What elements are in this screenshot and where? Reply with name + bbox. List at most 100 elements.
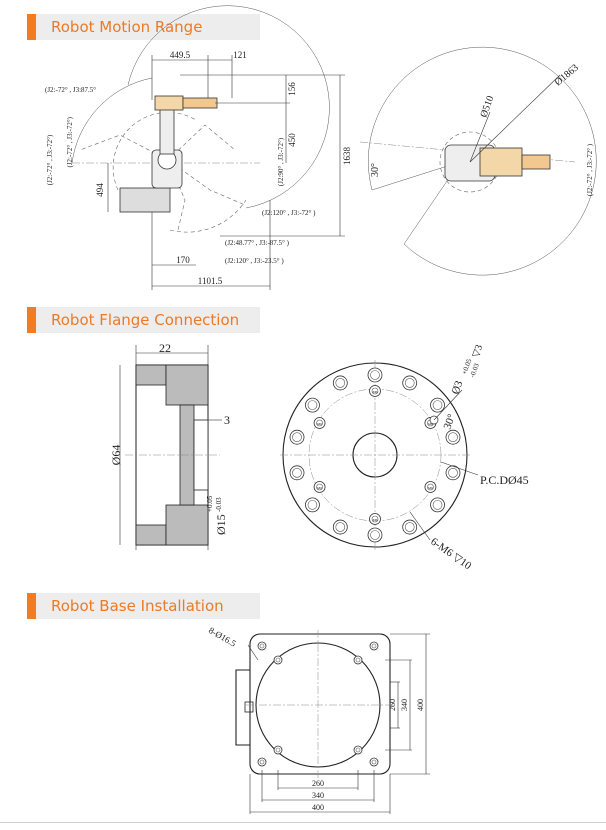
base-mount-hole: [353, 655, 363, 665]
dim-3: 3: [224, 413, 230, 427]
angle-30: 30°: [370, 163, 381, 177]
dim-121: 121: [233, 50, 247, 60]
flange-section-view: 22 Ø64 3 Ø15 +0.05 -0.03: [109, 341, 230, 550]
flange-bolt-hole: [430, 497, 445, 513]
section-header-base: Robot Base Installation: [27, 593, 260, 619]
flange-bolt-hole-inner: [404, 522, 415, 532]
flange-bolt-hole-inner: [335, 522, 346, 532]
motion-top-view: Ø510 Ø1863 30° (J2:-72° , J3:-72° ): [359, 46, 597, 276]
hatch: [135, 364, 167, 386]
m6-hole: [369, 513, 381, 525]
base-mount-hole: [257, 641, 267, 651]
dim-494: 494: [95, 183, 105, 197]
robot-wrist-top: [521, 154, 551, 170]
base-mount-hole-inner: [355, 657, 361, 663]
m6-hole-label: M6: [317, 422, 322, 426]
flange-bolt-hole: [402, 375, 418, 391]
flange-bolt-hole: [305, 497, 320, 513]
reach-circle: [368, 46, 597, 276]
joint-label: (J2:120° , J3:-23.5° ): [225, 257, 284, 265]
tol-15-up: +0.05: [206, 495, 214, 512]
m6-hole-label: M6: [428, 486, 433, 490]
flange-bolt-hole-inner: [335, 378, 346, 388]
flange-bolt-hole-inner: [448, 468, 458, 478]
flange-bolt-hole-inner: [292, 468, 302, 478]
motion-side-view: 449.5 121 156 450 1638 494 170 1101.5 (J…: [45, 5, 352, 290]
m6-hole-label: M6: [373, 518, 378, 522]
base-mount-hole-inner: [371, 759, 377, 765]
hatch: [135, 524, 167, 546]
section-header-motion: Robot Motion Range: [27, 14, 260, 40]
base-mount-hole: [273, 655, 283, 665]
joint-label: (J2:90° , J3:-72°): [277, 137, 285, 186]
leader: [247, 644, 259, 661]
inner-arc: [112, 112, 197, 191]
base-tab: [235, 669, 250, 746]
section-title: Robot Flange Connection: [51, 311, 240, 329]
flange-bolt-hole-inner: [432, 500, 443, 510]
base-view: 8-Ø16.5 260 340 400 260 340 400: [207, 625, 430, 814]
flange-bolt-hole: [289, 429, 305, 445]
robot-forearm: [182, 97, 218, 109]
joint-label: (J2:48.77° , J3:-87.5° ): [225, 239, 290, 247]
m6-hole: [424, 481, 437, 493]
base-mount-hole: [353, 745, 363, 755]
robot-arm-top: [479, 147, 523, 177]
accent-bar: [27, 14, 36, 40]
dim-1638: 1638: [342, 147, 352, 166]
m6-hole-inner: [371, 515, 379, 523]
base-mount-hole-inner: [371, 643, 377, 649]
m6-spec: 6-M6 ▽10: [428, 536, 474, 573]
base-mount-hole: [369, 641, 379, 651]
flange-bolt-hole-inner: [404, 378, 415, 388]
dim-v340: 340: [400, 699, 409, 711]
flange-bolt-hole-inner: [370, 370, 380, 380]
robot-upper-arm: [159, 103, 175, 155]
hole-3: Ø3: [450, 379, 466, 396]
flange-bolt-hole: [289, 465, 305, 481]
dim-1101: 1101.5: [198, 276, 223, 286]
base-mount-hole-inner: [275, 747, 281, 753]
reach-arc: [127, 5, 330, 209]
dim-22: 22: [159, 341, 171, 355]
flange-bolt-hole-inner: [448, 432, 458, 442]
base-mount-hole: [369, 757, 379, 767]
section-title: Robot Motion Range: [51, 18, 203, 36]
arm-ghost: [167, 124, 236, 161]
flange-bolt-hole: [367, 367, 383, 383]
outer-holes: [289, 367, 461, 543]
dim-v260: 260: [388, 699, 397, 711]
accent-bar: [27, 593, 36, 619]
hatch: [165, 504, 209, 546]
base-outline: [249, 633, 391, 775]
joint-label: (J2:-72° , J3:-72°): [46, 134, 54, 185]
flange-bolt-hole: [430, 397, 445, 413]
base-mount-hole: [273, 745, 283, 755]
joint-label: (J2:-72° , J3:-72° ): [586, 143, 594, 196]
flange-bolt-hole: [332, 375, 348, 391]
dim-449: 449.5: [170, 50, 191, 60]
joint-label: (J2:-72° , J3:87.5°: [45, 86, 96, 94]
base-mount-hole-inner: [259, 759, 265, 765]
dim-h260: 260: [312, 779, 324, 788]
leader: [409, 511, 431, 541]
joint-label: (J2:-72° , J3:-72°): [66, 116, 74, 167]
m6-hole-inner: [371, 387, 379, 395]
flange-bolt-hole: [305, 397, 320, 413]
hole-3-depth: ▽3: [470, 343, 485, 359]
robot-base-block: [119, 187, 171, 213]
m6-hole-label: M6: [428, 422, 433, 426]
dim-h400: 400: [312, 803, 324, 812]
joint-label: (J2:120° , J3:-72° ): [262, 209, 316, 217]
leader: [469, 111, 491, 163]
m6-hole: [313, 481, 326, 493]
base-notch: [244, 701, 254, 713]
pcd-45: P.C.DØ45: [480, 473, 529, 487]
base-mount-hole: [257, 757, 267, 767]
base-mount-hole-inner: [259, 643, 265, 649]
dim-156: 156: [287, 82, 297, 96]
tol-15-dn: -0.03: [215, 497, 223, 512]
flange-bolt-hole-inner: [432, 400, 443, 410]
flange-bolt-hole-inner: [370, 530, 380, 540]
